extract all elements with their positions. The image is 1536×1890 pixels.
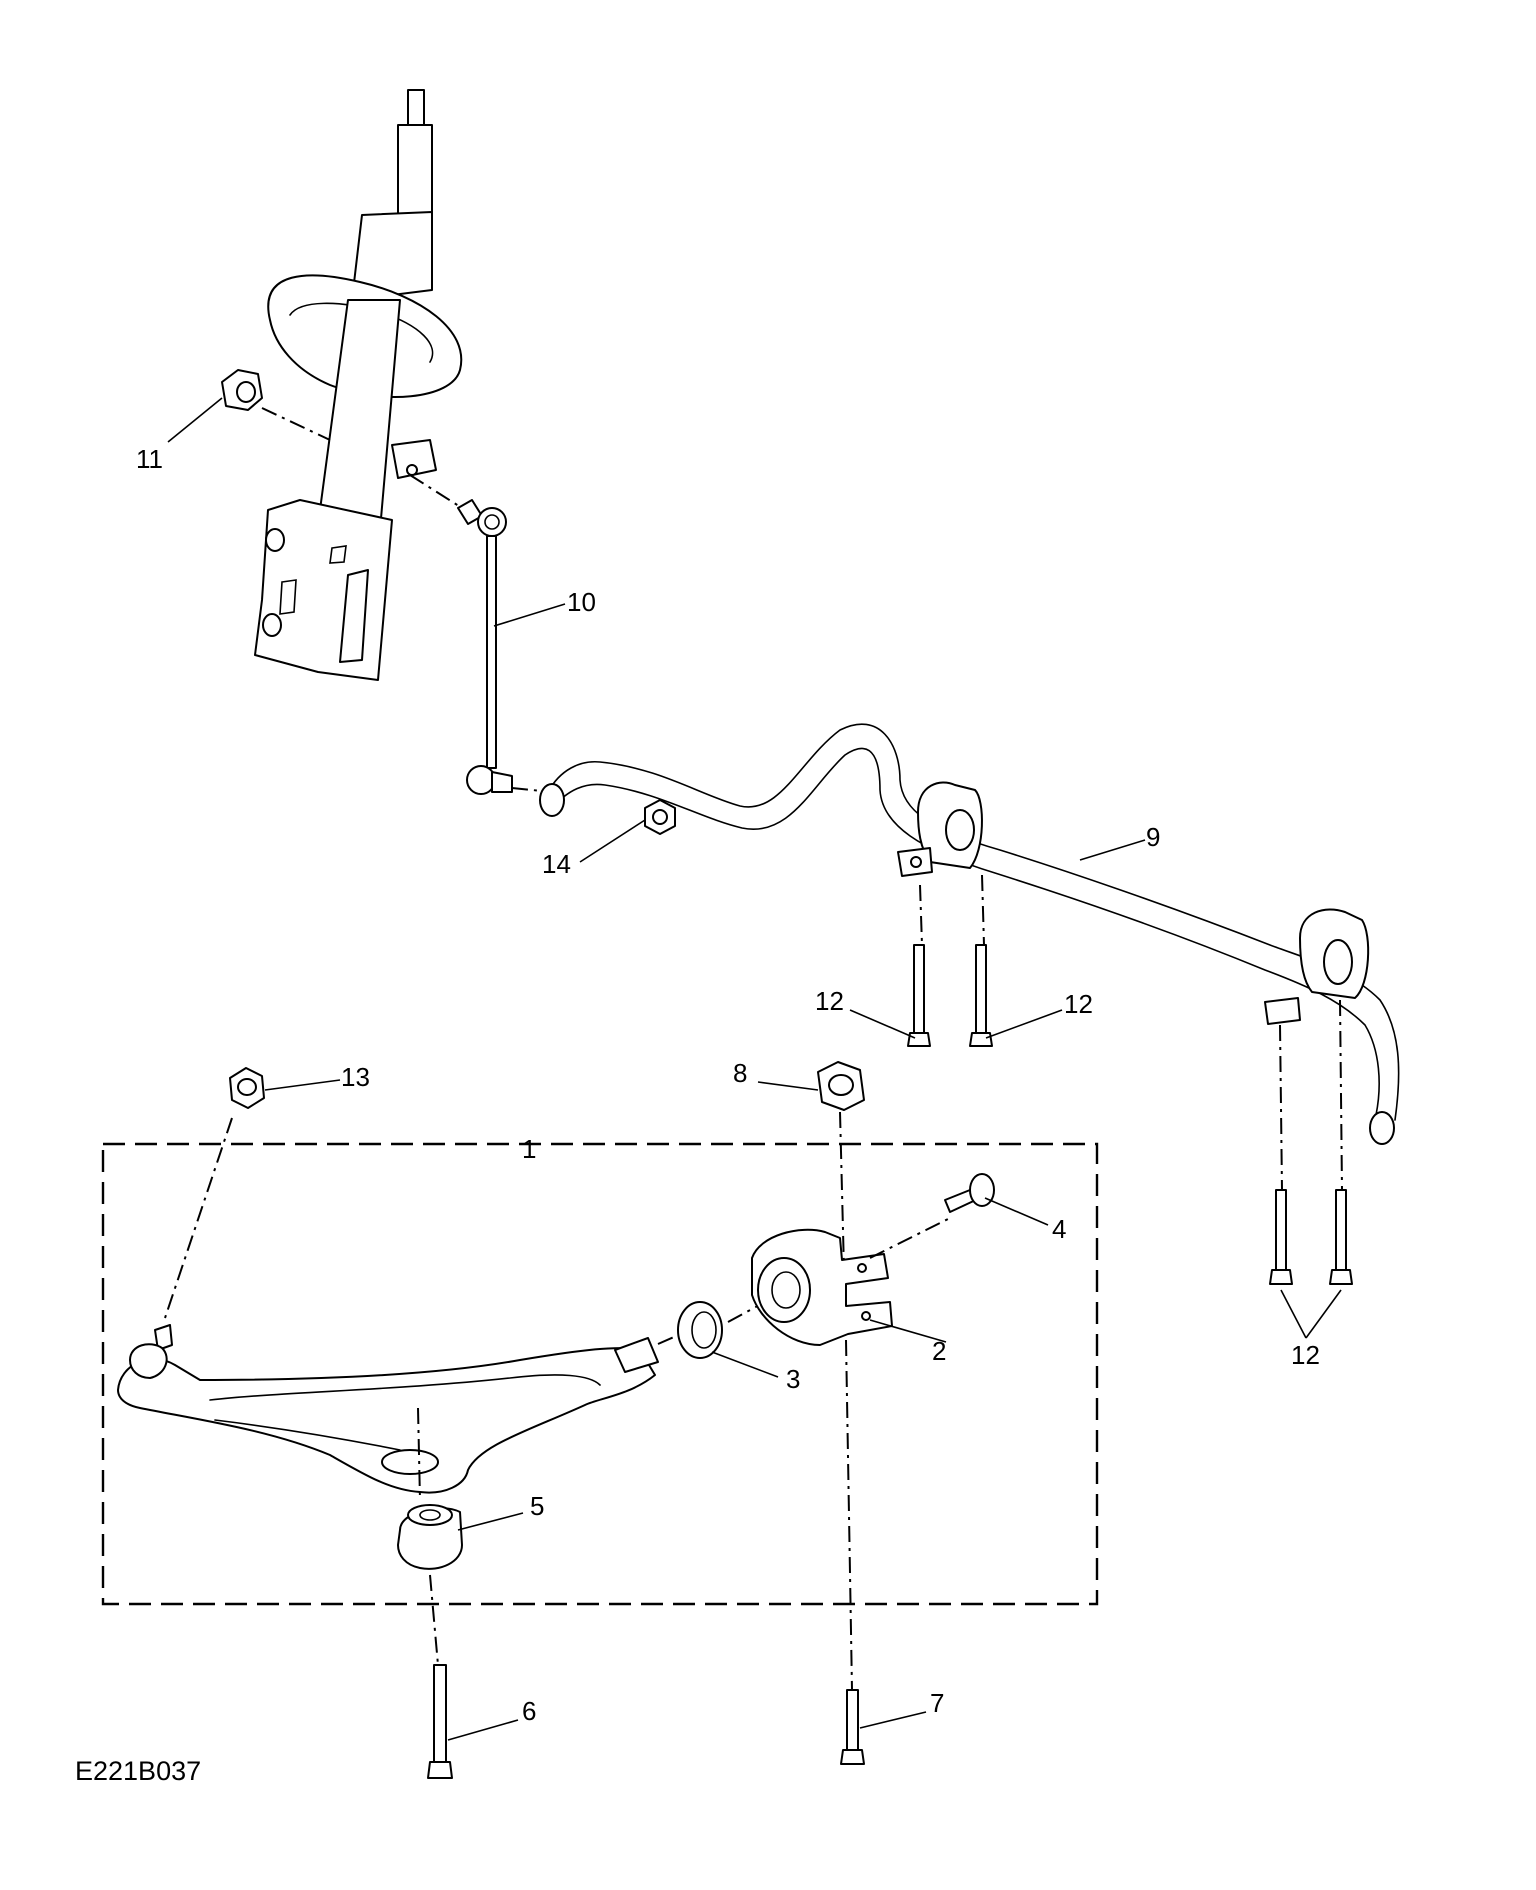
rear-bolt-7 bbox=[840, 1339, 865, 1765]
rear-bushing-2 bbox=[727, 1228, 893, 1346]
bushing-nut-8 bbox=[817, 1061, 865, 1271]
link-nut-14 bbox=[644, 799, 676, 835]
stabilizer-link-10 bbox=[409, 474, 553, 795]
callout-5: 5 bbox=[530, 1491, 544, 1521]
callout-13: 13 bbox=[341, 1062, 370, 1092]
callout-12-right: 12 bbox=[1291, 1340, 1320, 1370]
callout-1: 1 bbox=[522, 1134, 536, 1164]
callout-11: 11 bbox=[136, 444, 163, 474]
callout-4: 4 bbox=[1052, 1214, 1066, 1244]
callout-12-left: 12 bbox=[815, 986, 844, 1016]
front-bolt-6 bbox=[427, 1574, 453, 1779]
strut-assembly bbox=[254, 89, 463, 681]
ball-joint-nut-13 bbox=[164, 1067, 265, 1319]
callout-9: 9 bbox=[1146, 822, 1160, 852]
callout-6: 6 bbox=[522, 1696, 536, 1726]
figure-reference-code: E221B037 bbox=[75, 1756, 202, 1786]
bracket-bolts-12 bbox=[907, 874, 1353, 1285]
callout-12-middle: 12 bbox=[1064, 989, 1093, 1019]
bushing-bolt-4 bbox=[869, 1173, 995, 1259]
callout-14: 14 bbox=[542, 849, 571, 879]
leader-lines bbox=[167, 397, 1342, 1741]
callout-3: 3 bbox=[786, 1364, 800, 1394]
callout-10: 10 bbox=[567, 587, 596, 617]
stabilizer-bar-9 bbox=[539, 723, 1400, 1145]
lower-arm-assembly-group-1 bbox=[101, 1142, 1099, 1606]
lower-control-arm bbox=[117, 1324, 691, 1494]
callout-7: 7 bbox=[930, 1688, 944, 1718]
callout-2: 2 bbox=[932, 1336, 946, 1366]
washer-3 bbox=[677, 1301, 723, 1359]
strut-nut-11 bbox=[221, 369, 331, 441]
callouts: 1 2 3 4 5 6 7 8 9 10 11 12 12 12 13 14 bbox=[136, 444, 1320, 1726]
front-bushing-5 bbox=[397, 1407, 463, 1570]
callout-8: 8 bbox=[733, 1058, 747, 1088]
